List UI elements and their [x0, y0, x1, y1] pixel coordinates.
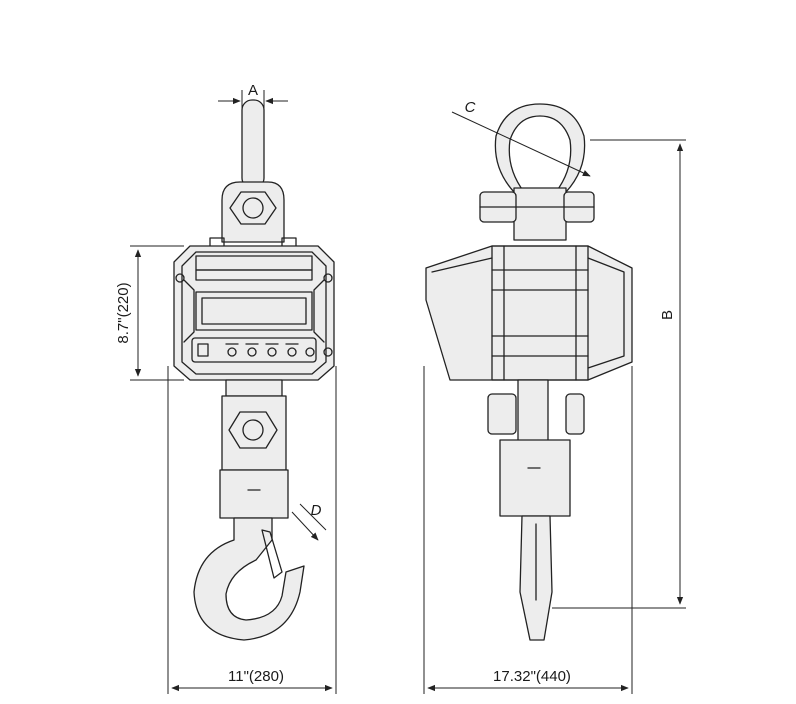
lower-collar: [225, 379, 283, 397]
label-d: D: [311, 502, 322, 519]
label-a: A: [248, 82, 258, 99]
top-shackle-block: [221, 181, 285, 243]
right-rib: [313, 279, 325, 343]
side-panel-right: [587, 257, 625, 369]
screw-top-left: [175, 273, 185, 283]
lower-nut: [228, 411, 278, 449]
shackle-bow: [494, 103, 586, 193]
swivel-nut-left: [487, 393, 517, 435]
crane-hook: [193, 517, 305, 641]
label-width-front: 11"(280): [228, 668, 284, 685]
key-4: [287, 347, 297, 357]
hook-latch: [261, 529, 283, 579]
top-rod: [241, 99, 265, 189]
dimension-lines: [130, 90, 686, 694]
key-5: [305, 347, 315, 357]
shackle-block: [513, 187, 567, 241]
side-shank: [499, 439, 571, 517]
side-panel-left: [431, 257, 493, 273]
display-frame: [195, 291, 313, 331]
label-b: B: [659, 310, 676, 320]
top-bumper-2: [195, 269, 313, 281]
hook-shank: [219, 469, 289, 519]
screw-top-right: [323, 273, 333, 283]
swivel-body: [221, 395, 287, 471]
top-nut: [229, 191, 277, 225]
scale-housing: [173, 245, 335, 381]
housing-inner-rim: [181, 251, 327, 375]
top-nut-hole: [242, 197, 264, 219]
side-view: [425, 103, 633, 641]
lower-nut-hole: [242, 419, 264, 441]
swivel-nut-right: [565, 393, 585, 435]
label-width-side: 17.32"(440): [493, 668, 571, 685]
left-rib: [183, 279, 195, 343]
label-c: C: [465, 99, 476, 116]
power-indicator: [197, 343, 209, 357]
key-1: [227, 347, 237, 357]
display-screen: [201, 297, 307, 325]
key-3: [267, 347, 277, 357]
front-view: [173, 99, 335, 641]
label-height: 8.7"(220): [115, 282, 132, 343]
screw-bottom-right: [323, 347, 333, 357]
button-panel: [191, 337, 317, 363]
swivel-stem: [517, 379, 549, 447]
key-2: [247, 347, 257, 357]
